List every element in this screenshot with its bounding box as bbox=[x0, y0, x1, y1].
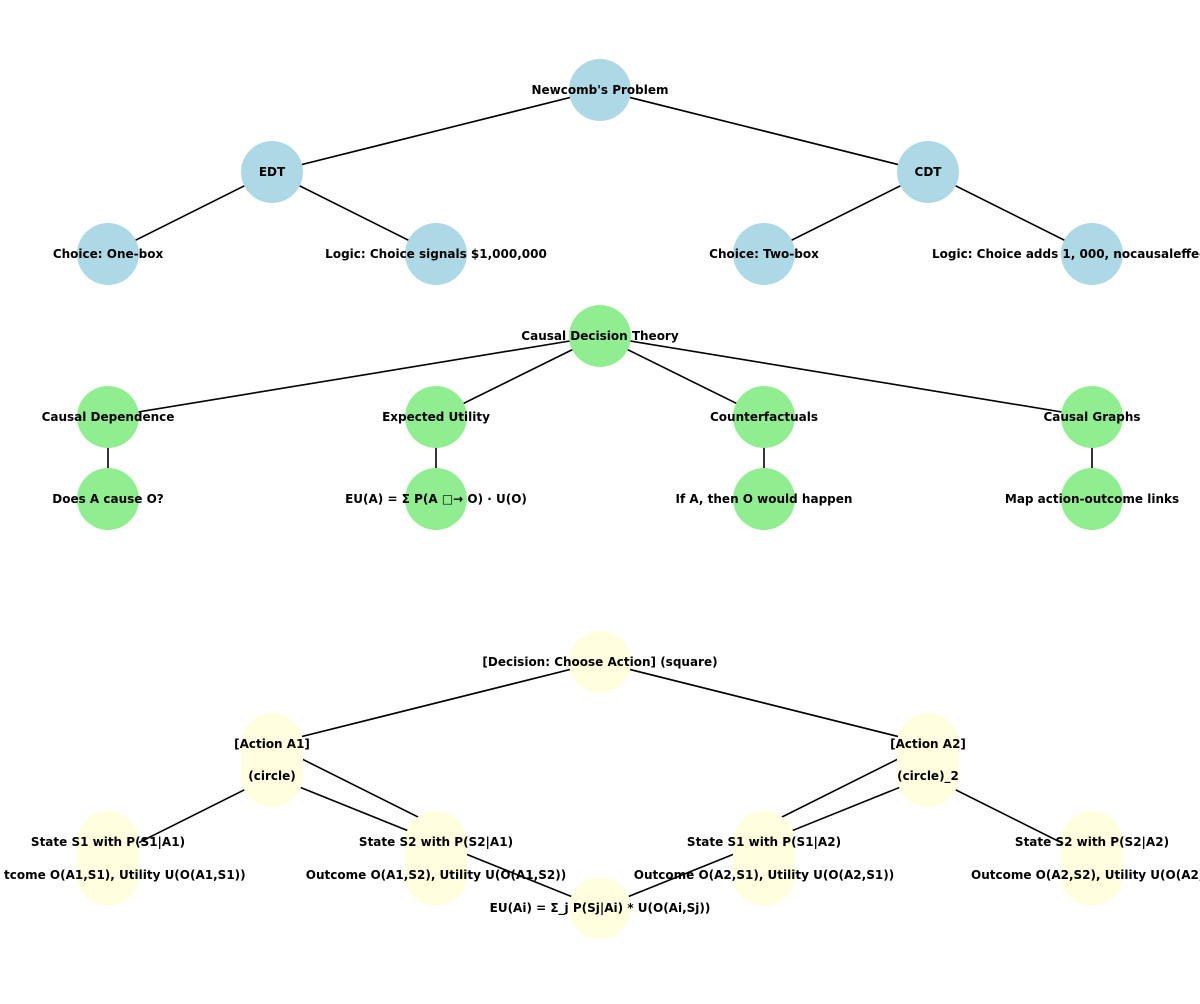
label-s1a2-line2: Outcome O(A2,S1), Utility U(O(A2,S1)) bbox=[634, 868, 894, 882]
label-cdt-logic: Logic: Choice adds 1, 000, nocausaleffec… bbox=[932, 247, 1200, 261]
label-edt-choice: Choice: One-box bbox=[53, 247, 164, 261]
label-cdt: CDT bbox=[915, 165, 943, 179]
node-utility-detail bbox=[405, 468, 467, 530]
label-action-a2-line2: (circle)_2 bbox=[897, 769, 959, 784]
label-s2a1-line1: State S2 with P(S2|A1) bbox=[359, 835, 513, 849]
edge-decision-a1 bbox=[271, 661, 601, 745]
label-s2a2-line1: State S2 with P(S2|A2) bbox=[1015, 835, 1169, 849]
node-causal-graphs bbox=[1061, 386, 1123, 448]
bottom-tree-nodes bbox=[77, 631, 1123, 939]
node-newcombs-problem bbox=[569, 59, 631, 121]
node-counterfactuals-detail bbox=[733, 468, 795, 530]
label-expected-utility: Expected Utility bbox=[382, 410, 490, 424]
node-s1a1-bottom bbox=[77, 844, 139, 906]
label-newcombs-problem: Newcomb's Problem bbox=[531, 83, 668, 97]
node-expected-utility bbox=[405, 386, 467, 448]
label-edt: EDT bbox=[259, 165, 286, 179]
edge-decision-a2 bbox=[599, 661, 929, 745]
label-causal-graphs: Causal Graphs bbox=[1043, 410, 1140, 424]
edge-root-edt bbox=[271, 89, 601, 173]
label-utility-detail: EU(A) = Σ P(A □→ O) · U(O) bbox=[345, 492, 527, 506]
label-causal-decision-theory: Causal Decision Theory bbox=[521, 329, 679, 343]
top-tree-labels: Newcomb's Problem EDT CDT Choice: One-bo… bbox=[53, 83, 1200, 261]
label-decision: [Decision: Choose Action] (square) bbox=[482, 655, 717, 669]
node-s2a2-bottom bbox=[1061, 844, 1123, 906]
label-s1a1-line1: State S1 with P(S1|A1) bbox=[31, 835, 185, 849]
label-s1a2-line1: State S1 with P(S1|A2) bbox=[687, 835, 841, 849]
label-action-a1-line1: [Action A1] bbox=[234, 737, 310, 751]
edge-root-cdt bbox=[599, 89, 929, 173]
node-dependence-detail bbox=[77, 468, 139, 530]
label-graphs-detail: Map action-outcome links bbox=[1005, 492, 1179, 506]
label-counterfactuals: Counterfactuals bbox=[710, 410, 818, 424]
label-eu-formula: EU(Ai) = Σ_j P(Sj|Ai) * U(O(Ai,Sj)) bbox=[490, 901, 711, 916]
label-counterfactuals-detail: If A, then O would happen bbox=[676, 492, 853, 506]
edge-cdt-root-graphs bbox=[599, 335, 1093, 418]
middle-tree-labels: Causal Decision Theory Causal Dependence… bbox=[42, 329, 1180, 506]
node-cdt bbox=[897, 141, 959, 203]
node-edt-logic bbox=[405, 223, 467, 285]
label-cdt-logic-math: 1, 000, nocausaleffecton bbox=[1062, 247, 1200, 261]
label-s2a2-line2: Outcome O(A2,S2), Utility U(O(A2,S bbox=[971, 868, 1200, 882]
node-eu-formula bbox=[569, 877, 631, 939]
label-action-a1-line2: (circle) bbox=[248, 769, 295, 783]
node-cdt-logic bbox=[1061, 223, 1123, 285]
label-cdt-choice: Choice: Two-box bbox=[709, 247, 819, 261]
node-s1a2-bottom bbox=[733, 844, 795, 906]
node-decision bbox=[569, 631, 631, 693]
node-graphs-detail bbox=[1061, 468, 1123, 530]
label-causal-dependence: Causal Dependence bbox=[42, 410, 175, 424]
label-s1a1-line2: tcome O(A1,S1), Utility U(O(A1,S1)) bbox=[4, 868, 246, 882]
node-causal-dependence bbox=[77, 386, 139, 448]
node-edt bbox=[241, 141, 303, 203]
node-action-a2-bottom bbox=[897, 745, 959, 807]
node-counterfactuals bbox=[733, 386, 795, 448]
label-action-a2-line1: [Action A2] bbox=[890, 737, 966, 751]
label-edt-logic: Logic: Choice signals $1,000,000 bbox=[325, 247, 547, 261]
label-s2a1-line2: Outcome O(A1,S2), Utility U(O(A1,S2)) bbox=[306, 868, 566, 882]
node-cdt-choice bbox=[733, 223, 795, 285]
node-s2a1-bottom bbox=[405, 844, 467, 906]
top-tree-nodes bbox=[77, 59, 1123, 285]
edge-cdt-root-dependence bbox=[107, 335, 601, 418]
node-action-a1-bottom bbox=[241, 745, 303, 807]
label-dependence-detail: Does A cause O? bbox=[52, 492, 164, 506]
bottom-tree-labels: [Decision: Choose Action] (square) [Acti… bbox=[4, 655, 1200, 916]
label-cdt-logic-prefix: Logic: Choice adds bbox=[932, 247, 1062, 261]
node-edt-choice bbox=[77, 223, 139, 285]
middle-tree-nodes bbox=[77, 305, 1123, 530]
node-causal-decision-theory bbox=[569, 305, 631, 367]
